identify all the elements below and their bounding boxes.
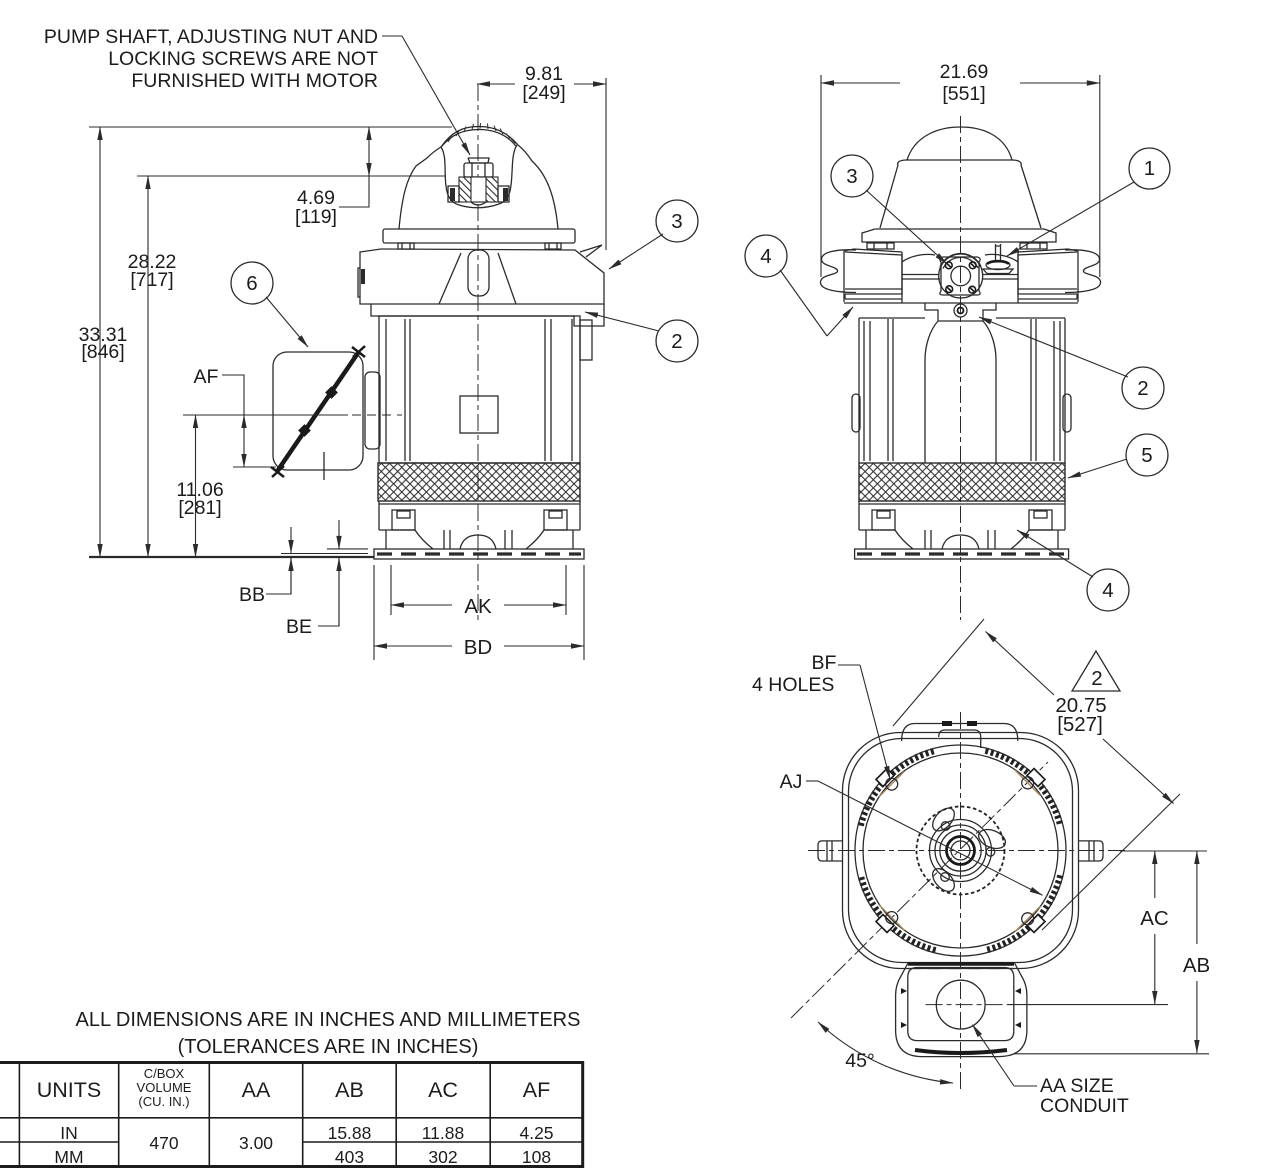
svg-text:AB: AB <box>1183 954 1210 977</box>
svg-text:11.06: 11.06 <box>176 479 223 501</box>
svg-text:28.22: 28.22 <box>128 251 177 273</box>
svg-text:4: 4 <box>1102 579 1113 602</box>
svg-text:[551]: [551] <box>942 83 985 105</box>
svg-text:20.75: 20.75 <box>1055 694 1106 717</box>
svg-text:AC: AC <box>428 1078 458 1102</box>
svg-text:ALL DIMENSIONS ARE IN INCHES A: ALL DIMENSIONS ARE IN INCHES AND MILLIME… <box>76 1009 581 1031</box>
svg-text:BE: BE <box>286 616 312 638</box>
svg-text:[119]: [119] <box>295 206 337 228</box>
svg-text:AA: AA <box>242 1078 271 1102</box>
svg-text:AF: AF <box>194 366 219 388</box>
svg-text:AF: AF <box>523 1078 550 1102</box>
svg-text:AJ: AJ <box>780 771 803 793</box>
svg-text:VOLUME: VOLUME <box>137 1080 192 1095</box>
svg-text:C/BOX: C/BOX <box>144 1066 185 1081</box>
svg-text:4.69: 4.69 <box>297 187 335 209</box>
svg-text:2: 2 <box>1137 377 1148 400</box>
svg-text:MM: MM <box>54 1147 83 1167</box>
svg-text:470: 470 <box>149 1133 178 1153</box>
svg-text:BD: BD <box>464 636 492 659</box>
svg-text:1: 1 <box>1144 157 1155 180</box>
svg-text:[846]: [846] <box>81 341 124 363</box>
svg-text:LOCKING SCREWS ARE NOT: LOCKING SCREWS ARE NOT <box>108 48 378 70</box>
svg-text:(TOLERANCES ARE IN INCHES): (TOLERANCES ARE IN INCHES) <box>178 1036 479 1058</box>
svg-text:UNITS: UNITS <box>37 1078 102 1102</box>
svg-text:2: 2 <box>671 330 682 353</box>
svg-text:6: 6 <box>246 272 257 295</box>
svg-text:403: 403 <box>335 1147 364 1167</box>
svg-text:PUMP SHAFT, ADJUSTING NUT AND: PUMP SHAFT, ADJUSTING NUT AND <box>44 26 378 48</box>
svg-text:15.88: 15.88 <box>328 1123 372 1143</box>
svg-text:3: 3 <box>671 210 682 233</box>
svg-text:AK: AK <box>464 595 492 618</box>
svg-text:302: 302 <box>428 1147 457 1167</box>
svg-text:[527]: [527] <box>1057 713 1103 736</box>
svg-text:[249]: [249] <box>522 82 565 104</box>
svg-text:(CU. IN.): (CU. IN.) <box>138 1094 189 1109</box>
svg-text:45°: 45° <box>845 1050 875 1072</box>
svg-text:AA SIZE: AA SIZE <box>1040 1075 1114 1097</box>
svg-text:FURNISHED WITH MOTOR: FURNISHED WITH MOTOR <box>131 70 378 92</box>
svg-text:AB: AB <box>335 1078 364 1102</box>
svg-text:5: 5 <box>1141 444 1152 467</box>
svg-text:2: 2 <box>1091 667 1102 690</box>
svg-text:3.00: 3.00 <box>239 1133 273 1153</box>
svg-text:CONDUIT: CONDUIT <box>1040 1095 1129 1117</box>
svg-text:AC: AC <box>1140 907 1169 930</box>
svg-text:4 HOLES: 4 HOLES <box>752 674 834 696</box>
svg-text:BB: BB <box>239 584 265 606</box>
svg-text:21.69: 21.69 <box>940 61 989 83</box>
svg-text:4: 4 <box>760 245 771 268</box>
svg-text:9.81: 9.81 <box>525 63 563 85</box>
svg-text:33.31: 33.31 <box>79 324 128 346</box>
svg-text:3: 3 <box>846 165 857 188</box>
svg-text:BF: BF <box>812 652 837 674</box>
svg-text:[717]: [717] <box>130 269 173 291</box>
svg-text:[281]: [281] <box>178 497 221 519</box>
svg-text:11.88: 11.88 <box>422 1123 465 1143</box>
svg-text:108: 108 <box>522 1147 551 1167</box>
svg-text:4.25: 4.25 <box>519 1123 553 1143</box>
svg-text:IN: IN <box>60 1123 78 1143</box>
